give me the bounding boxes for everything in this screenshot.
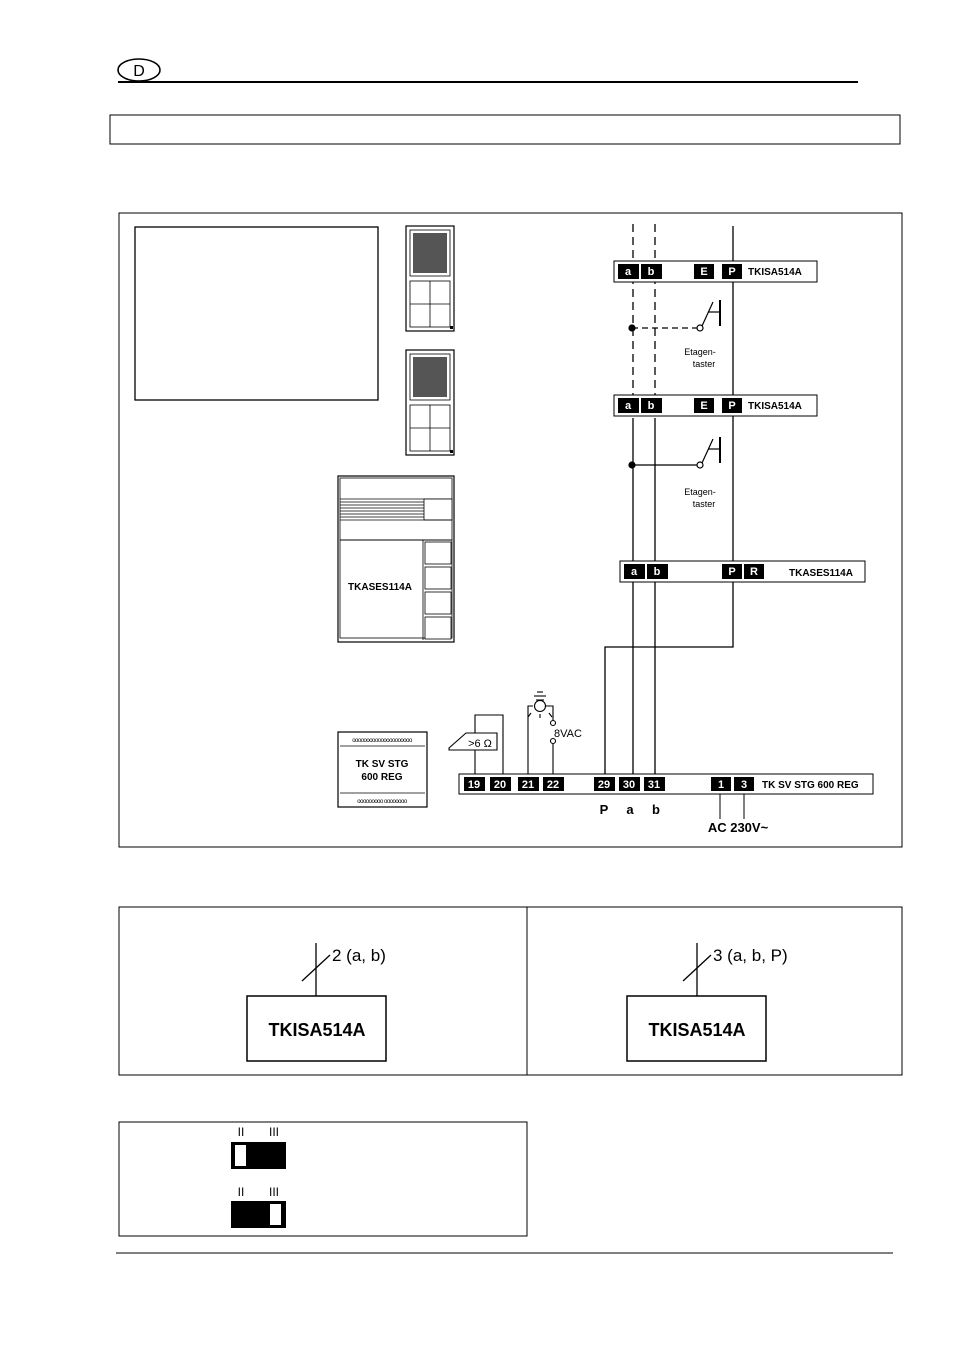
bus-bar-3-label: TKASES114A	[789, 568, 853, 579]
terminal-a: a	[631, 566, 638, 578]
terminal-p: P	[728, 400, 735, 412]
svg-text:ooooooooooooooooooooo: ooooooooooooooooooooo	[352, 738, 413, 744]
bus-bar-4-label: TK SV STG 600 REG	[762, 780, 859, 791]
floor-button-2: Etagen- taster	[628, 437, 721, 509]
dip-switch-2: II III	[231, 1185, 286, 1228]
switch-knob	[235, 1145, 246, 1166]
switch-label-iii: III	[269, 1185, 279, 1199]
terminal-p: P	[728, 266, 735, 278]
switch-knob	[270, 1204, 281, 1225]
dip-switch-1: II III	[231, 1125, 286, 1169]
bus-bar-3: a b P R TKASES114A	[619, 560, 866, 583]
terminal-b: b	[654, 566, 661, 578]
label-p: P	[600, 802, 609, 817]
terminal-3: 3	[741, 779, 747, 791]
indoor-station-2	[405, 349, 455, 456]
language-badge: D	[133, 63, 145, 80]
control-unit-label-2: 600 REG	[361, 772, 402, 783]
terminal-a: a	[625, 266, 632, 278]
terminal-19: 19	[468, 779, 480, 791]
terminal-a: a	[625, 400, 632, 412]
device-label: TKISA514A	[648, 1020, 745, 1040]
wiring-options-table: 2 (a, b) TKISA514A 3 (a, b, P) TKISA514A	[118, 906, 903, 1076]
control-unit: ooooooooooooooooooooo ooooooooo oooooooo…	[337, 731, 428, 808]
voltage-label: 8VAC	[554, 728, 582, 740]
floor-button-1: Etagen- taster	[628, 300, 721, 369]
terminal-20: 20	[494, 779, 506, 791]
switch-label-ii: II	[238, 1125, 245, 1139]
svg-text:ooooooooo oooooooo: ooooooooo oooooooo	[357, 799, 408, 805]
bus-bar-1-label: TKISA514A	[748, 267, 802, 278]
header: D	[117, 58, 858, 83]
indoor-station-1	[405, 225, 455, 332]
terminal-r: R	[750, 566, 758, 578]
bus-bar-1: a b E P TKISA514A	[613, 260, 818, 283]
outdoor-station: TKASES114A	[337, 475, 455, 643]
terminal-e: E	[700, 400, 707, 412]
terminal-e: E	[700, 266, 707, 278]
wire-count-label: 2 (a, b)	[332, 946, 386, 965]
section-title-box	[109, 114, 901, 145]
switch-positions: II III II III	[118, 1121, 528, 1237]
label-a: a	[626, 802, 634, 817]
wiring-diagram: TKASES114A ooooooooooooooooooooo ooooooo…	[118, 212, 903, 848]
outdoor-station-label: TKASES114A	[348, 582, 412, 593]
diagram-frame	[118, 212, 903, 848]
floor-button-2-label-2: taster	[693, 499, 716, 509]
wiring-option-2: 3 (a, b, P) TKISA514A	[626, 943, 788, 1062]
bottom-labels: P a b AC 230V~	[600, 794, 769, 835]
floor-button-1-label-1: Etagen-	[684, 347, 716, 357]
device-label: TKISA514A	[268, 1020, 365, 1040]
wire-count-label: 3 (a, b, P)	[713, 946, 788, 965]
peripheral-wiring: >6 Ω 8VAC	[448, 691, 582, 776]
floor-button-2-label-1: Etagen-	[684, 487, 716, 497]
wire-p	[604, 226, 734, 792]
wiring-option-1: 2 (a, b) TKISA514A	[246, 943, 387, 1062]
bus-bar-2-label: TKISA514A	[748, 401, 802, 412]
terminal-b: b	[648, 266, 655, 278]
mains-label: AC 230V~	[708, 820, 769, 835]
switch-label-iii: III	[269, 1125, 279, 1139]
bus-bar-2: a b E P TKISA514A	[613, 394, 818, 417]
terminal-21: 21	[522, 779, 534, 791]
bus-wires	[604, 224, 734, 792]
bus-bar-4: 19 20 21 22 29 30 31 1 3 TK SV STG 600 R…	[458, 773, 874, 795]
terminal-30: 30	[623, 779, 635, 791]
terminal-31: 31	[648, 779, 660, 791]
resistor-label: >6 Ω	[468, 738, 492, 750]
legend-box	[134, 226, 379, 401]
terminal-1: 1	[718, 779, 724, 791]
label-b: b	[652, 802, 660, 817]
terminal-29: 29	[598, 779, 610, 791]
terminal-p: P	[728, 566, 735, 578]
terminal-22: 22	[547, 779, 559, 791]
control-unit-label-1: TK SV STG	[356, 759, 409, 770]
switch-label-ii: II	[238, 1185, 245, 1199]
floor-button-1-label-2: taster	[693, 359, 716, 369]
terminal-b: b	[648, 400, 655, 412]
